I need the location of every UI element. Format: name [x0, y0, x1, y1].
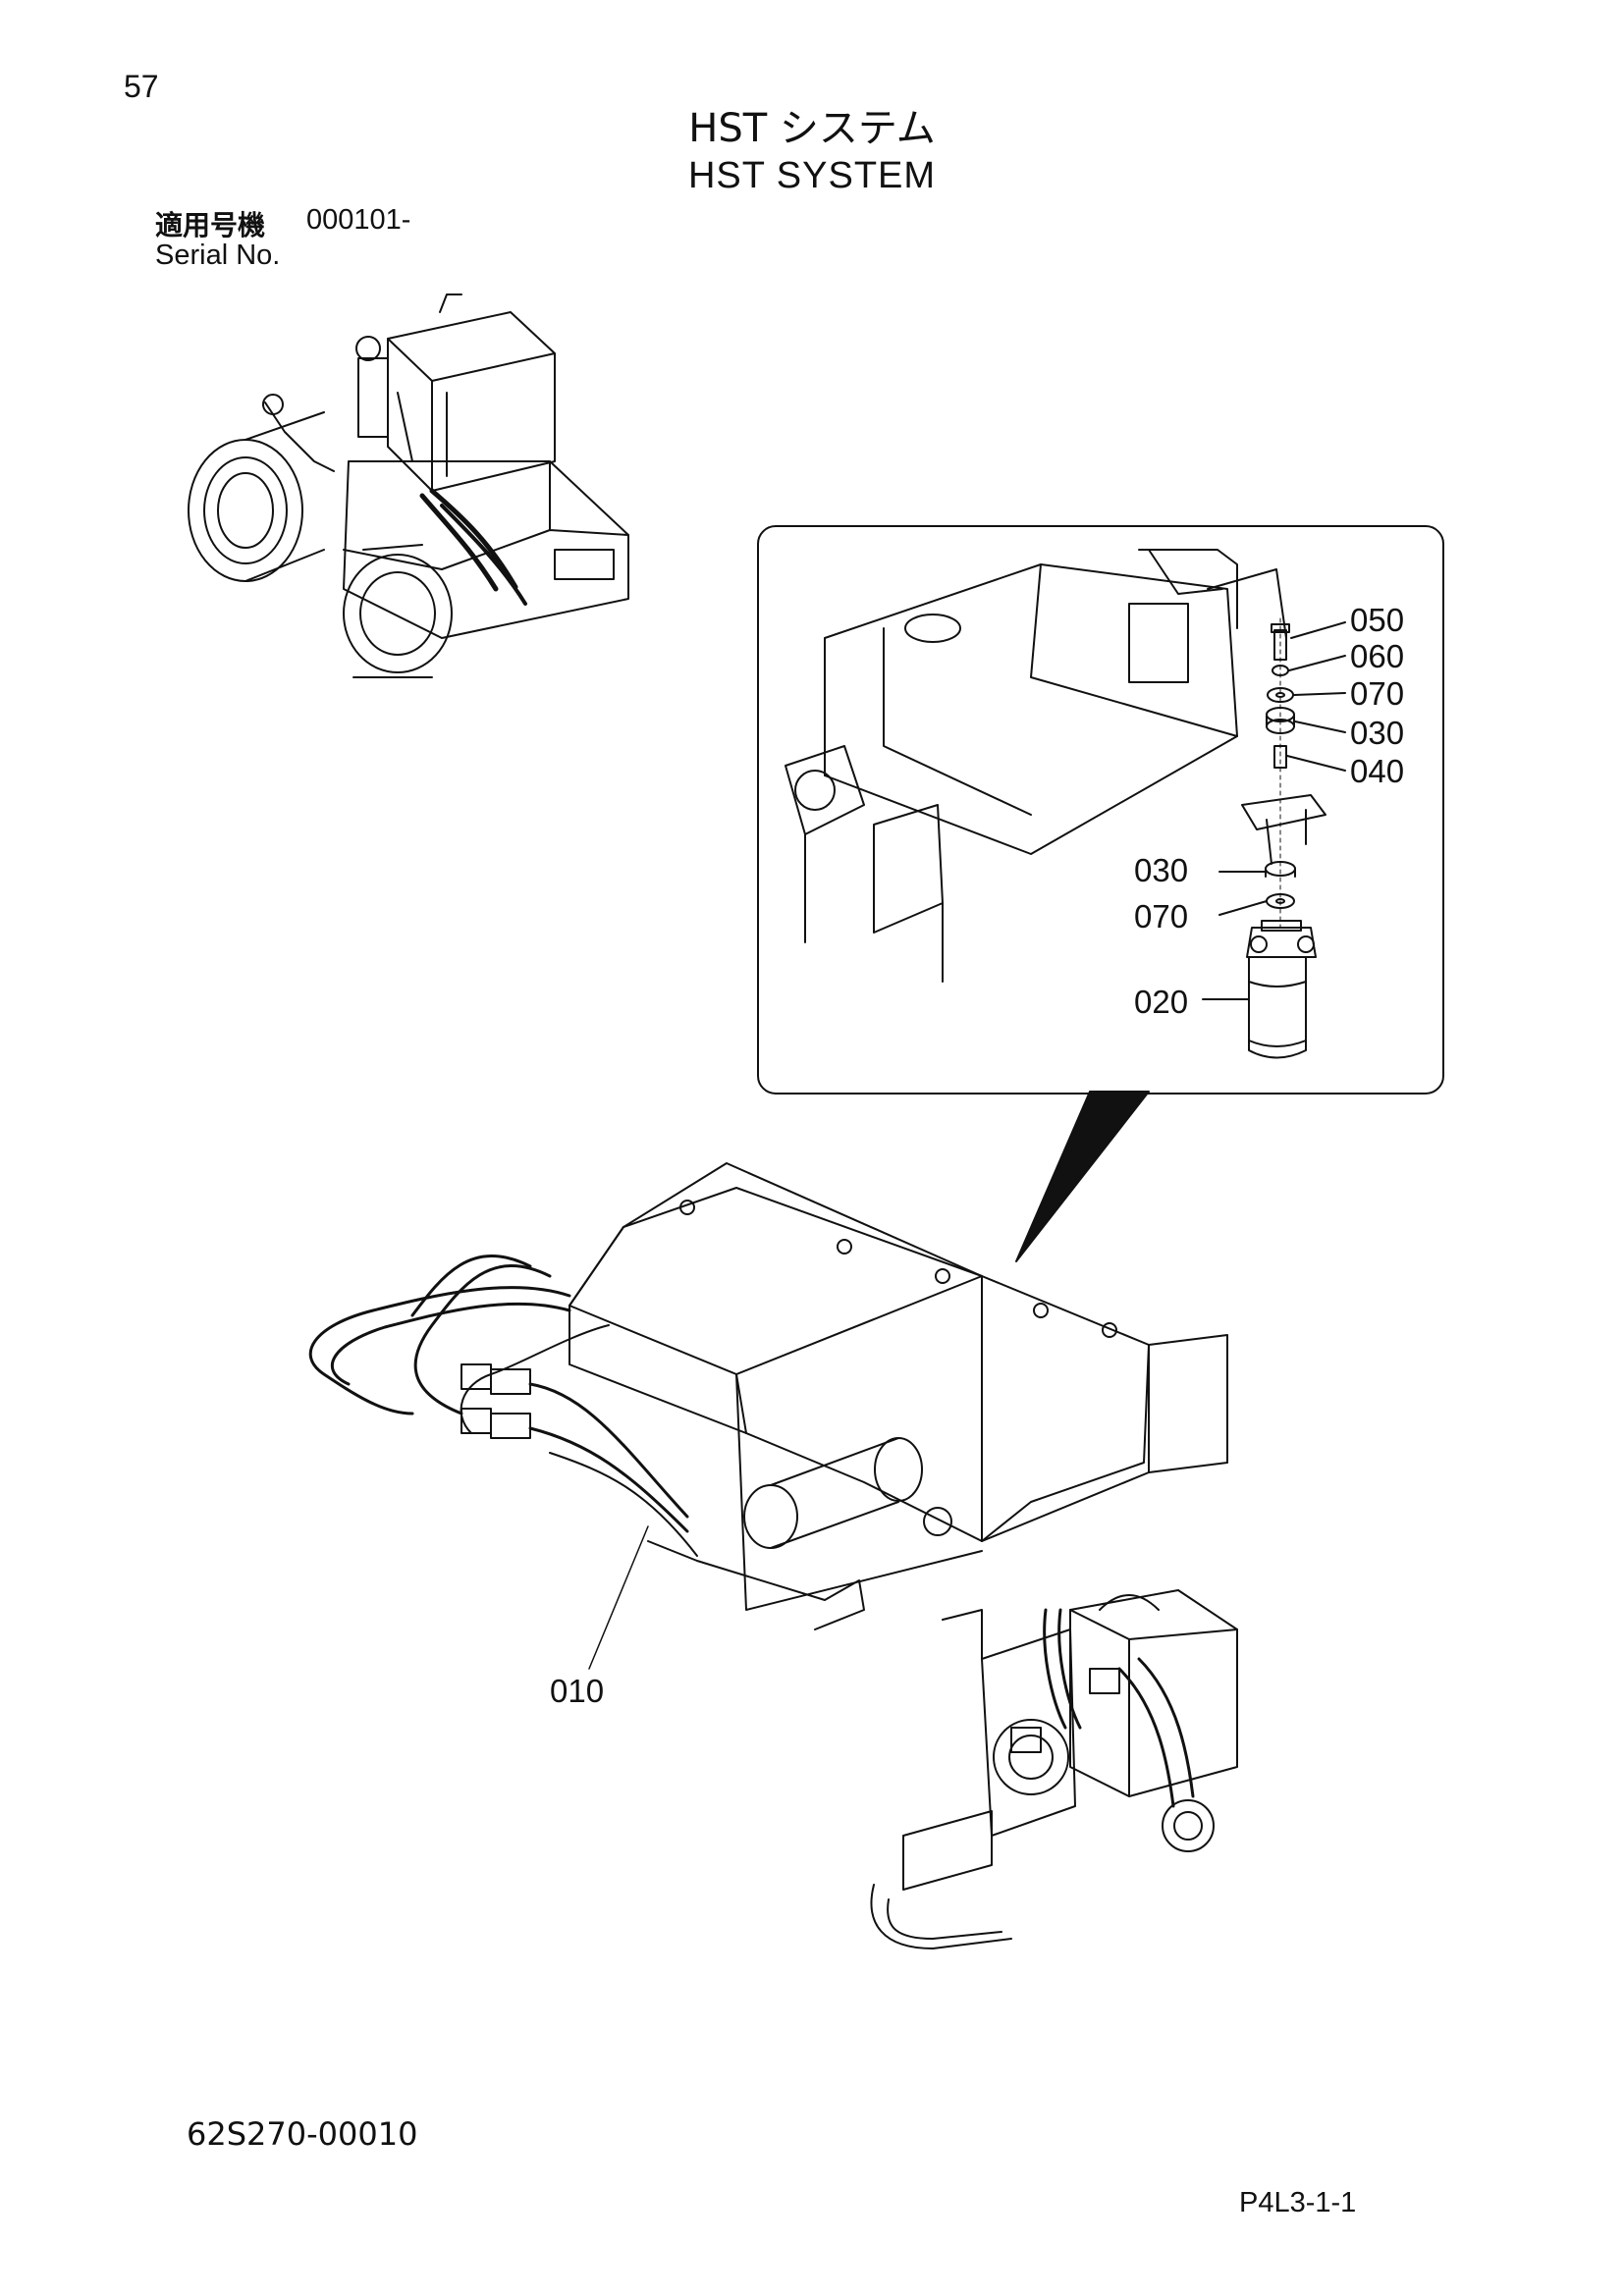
serial-number-value: 000101- [306, 204, 411, 236]
page-reference: P4L3-1-1 [1239, 2187, 1357, 2218]
callout-010: 010 [550, 1673, 604, 1709]
callout-070-lower: 070 [1134, 898, 1188, 934]
hst-assembly-illustration [308, 1162, 1238, 1949]
machine-overview-illustration [188, 294, 629, 678]
callout-030-lower: 030 [1134, 852, 1188, 888]
callout-020: 020 [1134, 984, 1188, 1020]
callout-labels: 050 060 070 030 040 030 070 020 010 [550, 602, 1404, 1709]
callout-060: 060 [1350, 638, 1404, 674]
document-code: 62S270-00010 [187, 2115, 418, 2153]
callout-030-upper: 030 [1350, 715, 1404, 751]
detail-pointer [1015, 1091, 1150, 1262]
callout-040: 040 [1350, 753, 1404, 789]
serial-label-japanese: 適用号機 [155, 209, 266, 241]
page-title-english: HST SYSTEM [687, 155, 937, 196]
page-number: 57 [124, 69, 159, 104]
page-title-japanese: HST システム [688, 106, 936, 151]
serial-label-english: Serial No. [155, 240, 281, 271]
callout-070-upper: 070 [1350, 675, 1404, 712]
callout-050: 050 [1350, 602, 1404, 638]
detail-inset-box [757, 525, 1444, 1095]
